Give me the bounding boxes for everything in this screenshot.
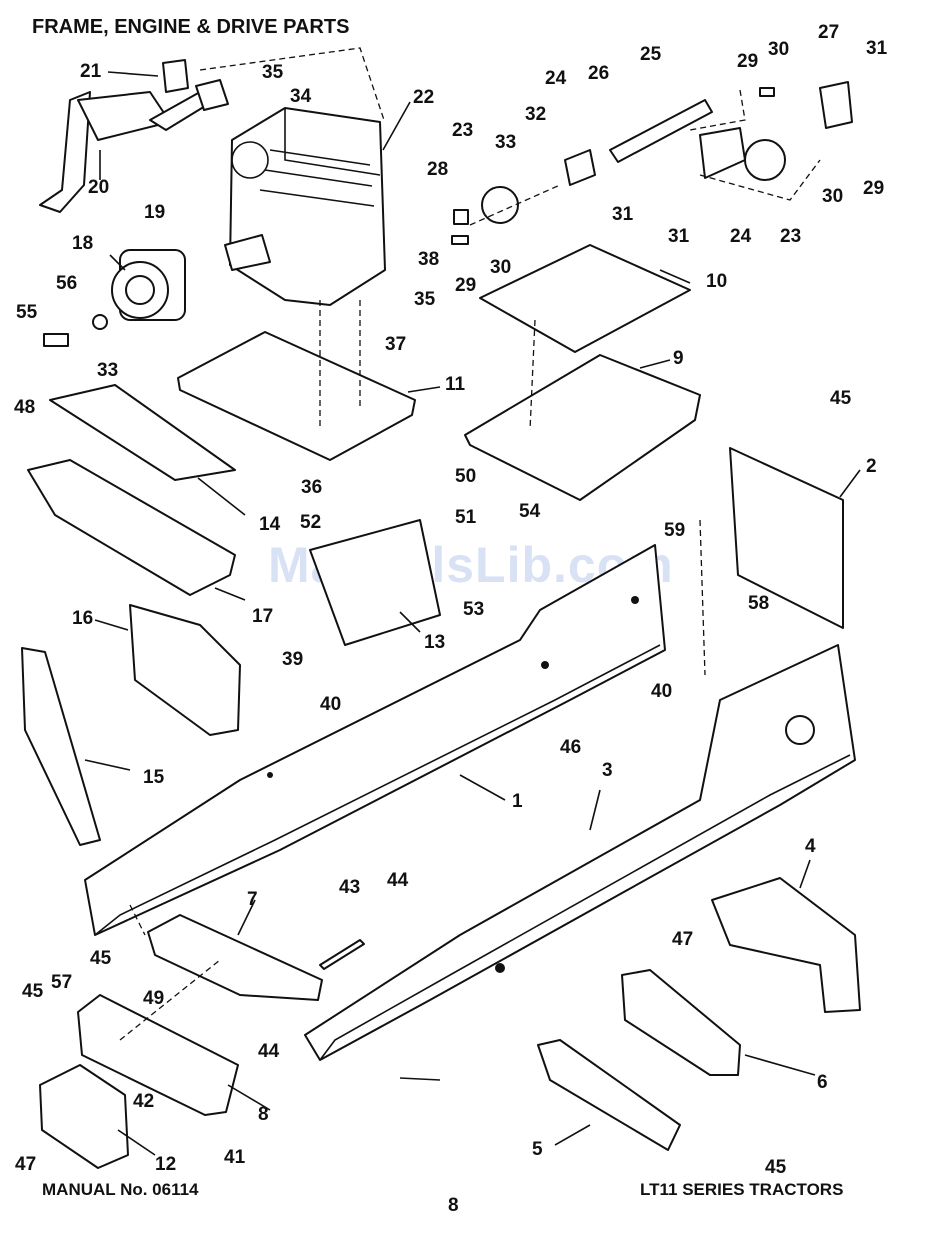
- callout-label: 41: [224, 1147, 246, 1168]
- callout-label: 9: [673, 348, 684, 369]
- callout-label: 30: [490, 257, 511, 278]
- callout-label: 50: [455, 466, 476, 487]
- callout-label: 51: [455, 507, 477, 528]
- callout-label: 31: [612, 204, 634, 225]
- callout-label: 57: [51, 972, 72, 993]
- callout-label: 13: [424, 632, 445, 653]
- callout-label: 29: [455, 275, 476, 296]
- callout-label: 52: [300, 512, 321, 533]
- callout-label: 20: [88, 177, 109, 198]
- callout-label: 7: [247, 889, 258, 910]
- callout-label: 39: [282, 649, 303, 670]
- callout-label: 12: [155, 1154, 176, 1175]
- callout-label: 19: [144, 202, 165, 223]
- callout-label: 25: [640, 44, 662, 65]
- callout-label: 45: [830, 388, 852, 409]
- callout-label: 24: [730, 226, 752, 247]
- muffler-assembly: [40, 60, 228, 212]
- callout-label: 33: [97, 360, 118, 381]
- callout-label: 59: [664, 520, 685, 541]
- callout-label: 29: [863, 178, 884, 199]
- electric-clutch: [44, 250, 185, 346]
- callout-label: 16: [72, 608, 93, 629]
- callout-label: 21: [80, 61, 102, 82]
- callout-label: 17: [252, 606, 273, 627]
- callout-label: 40: [320, 694, 341, 715]
- callout-label: 15: [143, 767, 165, 788]
- callout-label: 5: [532, 1139, 543, 1160]
- callout-label: 23: [780, 226, 801, 247]
- callout-label: 35: [262, 62, 284, 83]
- callout-label: 43: [339, 877, 360, 898]
- callout-label: 28: [427, 159, 448, 180]
- callout-label: 36: [301, 477, 322, 498]
- callout-label: 8: [258, 1104, 269, 1125]
- callout-label: 55: [16, 302, 38, 323]
- callout-label: 45: [90, 948, 112, 969]
- callout-label: 3: [602, 760, 613, 781]
- callout-label: 48: [14, 397, 35, 418]
- callout-label: 6: [817, 1072, 828, 1093]
- callout-label: 45: [22, 981, 44, 1002]
- callout-label: 2: [866, 456, 877, 477]
- callout-label: 24: [545, 68, 567, 89]
- callout-label: 45: [765, 1157, 787, 1178]
- callout-label: 26: [588, 63, 609, 84]
- callout-label: 22: [413, 87, 434, 108]
- callout-label: 47: [672, 929, 693, 950]
- callout-label: 31: [668, 226, 690, 247]
- side-panel: [730, 448, 843, 628]
- callout-label: 44: [387, 870, 409, 891]
- callout-label: 4: [805, 836, 816, 857]
- callout-label: 10: [706, 271, 727, 292]
- callout-label: 14: [259, 514, 281, 535]
- callout-label: 37: [385, 334, 406, 355]
- callout-label: 18: [72, 233, 93, 254]
- page-number: 8: [448, 1195, 459, 1217]
- callout-label: 30: [768, 39, 789, 60]
- callout-label: 34: [290, 86, 312, 107]
- callout-label: 54: [519, 501, 541, 522]
- callout-label: 56: [56, 273, 77, 294]
- callout-label: 38: [418, 249, 439, 270]
- engine: [225, 108, 385, 305]
- callout-label: 31: [866, 38, 888, 59]
- callout-label: 35: [414, 289, 436, 310]
- callout-label: 29: [737, 51, 758, 72]
- callout-label: 40: [651, 681, 672, 702]
- callout-label: 1: [512, 791, 523, 812]
- callout-label: 42: [133, 1091, 154, 1112]
- callout-label: 49: [143, 988, 164, 1009]
- callout-label: 46: [560, 737, 581, 758]
- callout-label: 58: [748, 593, 769, 614]
- callout-label: 33: [495, 132, 516, 153]
- hood-plates: [465, 245, 700, 500]
- series-name: LT11 SERIES TRACTORS: [640, 1180, 843, 1200]
- manual-number: MANUAL No. 06114: [42, 1180, 199, 1200]
- callout-labels: 21 35 34 22 20 19 18 56 55 33 48 25 24 2…: [14, 22, 888, 1178]
- callout-label: 47: [15, 1154, 36, 1175]
- callout-label: 53: [463, 599, 484, 620]
- assembly-lines: [120, 48, 820, 1040]
- callout-label: 44: [258, 1041, 280, 1062]
- lower-brackets: [40, 878, 860, 1168]
- callout-label: 27: [818, 22, 839, 43]
- callout-label: 11: [445, 374, 466, 395]
- linkage-parts: [452, 82, 852, 244]
- callout-label: 32: [525, 104, 546, 125]
- callout-label: 23: [452, 120, 473, 141]
- callout-label: 30: [822, 186, 843, 207]
